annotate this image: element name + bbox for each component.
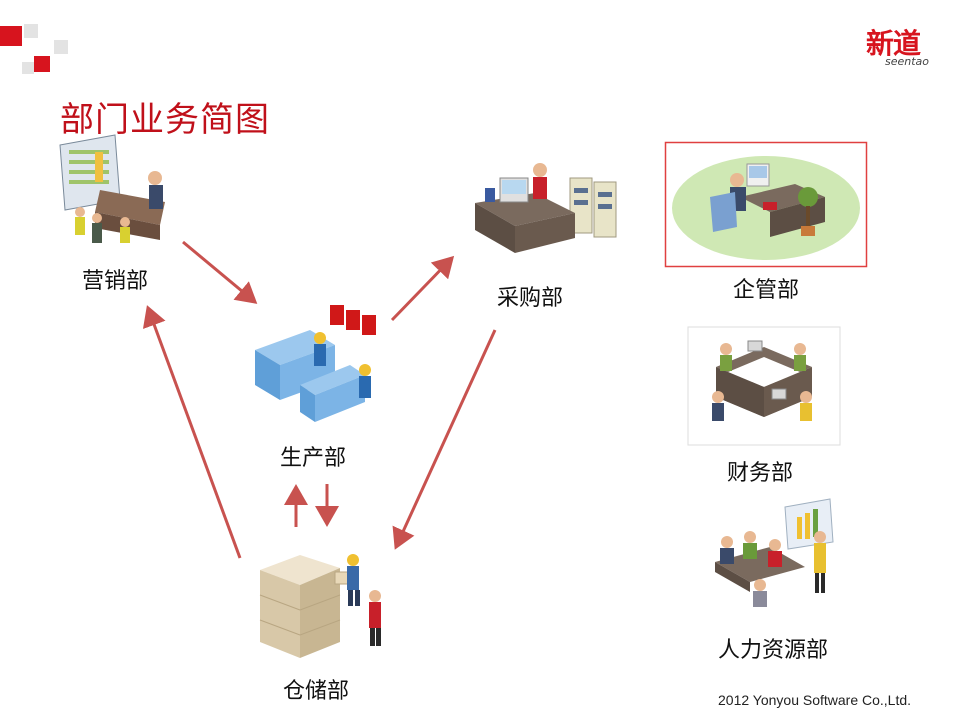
corner-square-gray-2 [54,40,68,54]
arrow-warehouse-to-marketing [142,305,242,559]
logo-subtext: seentao [885,55,930,68]
marketing-illustration [59,134,165,243]
production-illustration [255,305,376,422]
label-management: 企管部 [733,278,800,303]
arrow-production-to-purchasing [390,255,455,322]
purchasing-illustration [475,163,617,253]
logo-text: 新道 [866,27,921,60]
label-warehouse: 仓储部 [283,679,350,704]
corner-square-gray-3 [22,62,34,74]
page-title: 部门业务简图 [60,100,270,140]
copyright-footer: 2012 Yonyou Software Co.,Ltd. [718,692,912,708]
arrow-purchasing-to-warehouse [392,329,497,550]
corner-square-red-2 [34,56,50,72]
label-purchasing: 采购部 [497,286,564,311]
warehouse-illustration [259,554,381,658]
label-marketing: 营销部 [82,269,149,294]
corner-square-red-1 [0,26,22,46]
finance-illustration [687,326,841,446]
label-finance: 财务部 [727,461,794,486]
label-hr: 人力资源部 [718,638,829,663]
management-illustration [664,141,868,268]
corner-square-gray-1 [24,24,38,38]
hr-illustration [715,498,834,607]
label-production: 生产部 [280,446,347,471]
arrow-marketing-to-production [182,240,258,304]
